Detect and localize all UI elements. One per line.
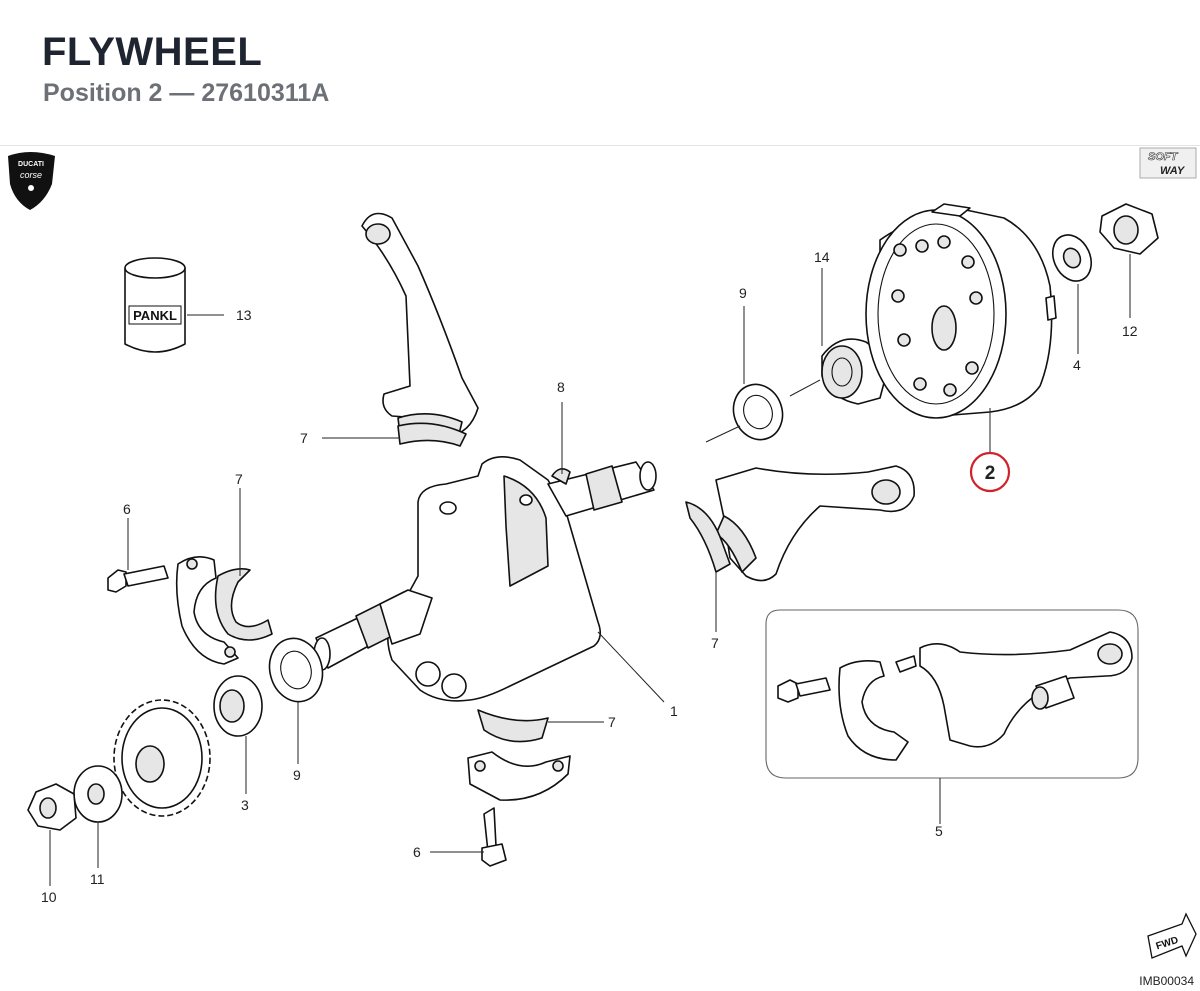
callout-1[interactable]: 1 <box>670 703 678 719</box>
part-5-connecting-rod-kit[interactable] <box>765 609 1139 779</box>
ducati-corse-logo: DUCATI corse <box>8 152 55 210</box>
part-1-crankshaft[interactable] <box>313 456 657 702</box>
fwd-direction-arrow: FWD <box>1147 912 1197 959</box>
part-4-washer[interactable] <box>1046 229 1099 288</box>
part-bearing-cap-left[interactable] <box>175 556 239 665</box>
callout-10[interactable]: 10 <box>41 889 57 905</box>
callout-2-label: 2 <box>985 463 996 484</box>
softway-logo-text-2: WAY <box>1160 165 1186 177</box>
leader-lines <box>49 254 1131 886</box>
callout-7-left[interactable]: 7 <box>235 471 243 487</box>
callout-5[interactable]: 5 <box>935 823 943 839</box>
part-11-washer[interactable] <box>73 765 123 823</box>
callout-labels: 13 7 8 9 14 4 12 7 6 7 1 7 9 3 11 10 6 5 <box>41 249 1138 905</box>
part-9-thrust-washer-right[interactable] <box>705 377 821 446</box>
part-7-bearing-shell-upper[interactable] <box>397 422 467 447</box>
callout-12[interactable]: 12 <box>1122 323 1138 339</box>
part-7-bearing-shell-bottom[interactable] <box>477 709 549 743</box>
part-7-bearing-shell-right[interactable] <box>685 501 731 573</box>
part-8-woodruff-key[interactable] <box>551 468 571 485</box>
timing-gear[interactable] <box>113 699 211 817</box>
part-12-nut[interactable] <box>1099 203 1159 255</box>
part-6-bolt-left[interactable] <box>107 565 169 593</box>
part-13-pankl-pin[interactable]: PANKL <box>124 257 186 353</box>
callout-7-bottom[interactable]: 7 <box>608 714 616 730</box>
callout-2-highlight[interactable]: 2 <box>969 408 1011 493</box>
corse-logo-text: corse <box>20 170 42 180</box>
ducati-logo-text: DUCATI <box>18 161 44 168</box>
callout-14[interactable]: 14 <box>814 249 830 265</box>
callout-8[interactable]: 8 <box>557 379 565 395</box>
part-3-bush[interactable] <box>213 675 263 737</box>
part-2-flywheel[interactable] <box>865 203 1057 419</box>
exploded-parts-diagram: DUCATI corse SOFT WAY PANKL <box>8 147 1197 959</box>
pankl-label: PANKL <box>133 308 177 323</box>
part-9-thrust-washer-left[interactable] <box>263 632 330 707</box>
page-header: FLYWHEEL Position 2 — 27610311A <box>0 0 1200 146</box>
connecting-rod-right[interactable] <box>715 465 915 582</box>
part-7-bearing-shell-left[interactable] <box>214 568 273 641</box>
part-6-bolt-bottom[interactable] <box>481 807 507 867</box>
part-10-nut[interactable] <box>27 783 77 831</box>
connecting-rod-upper[interactable] <box>361 212 479 439</box>
callout-4[interactable]: 4 <box>1073 357 1081 373</box>
part-bearing-cap-bottom[interactable] <box>467 751 571 801</box>
callout-7-right[interactable]: 7 <box>711 635 719 651</box>
callout-9-left[interactable]: 9 <box>293 767 301 783</box>
page-title: FLYWHEEL <box>42 30 263 74</box>
callout-9-right[interactable]: 9 <box>739 285 747 301</box>
callout-3[interactable]: 3 <box>241 797 249 813</box>
callout-6-left[interactable]: 6 <box>123 501 131 517</box>
softway-logo-text-1: SOFT <box>1148 151 1179 163</box>
callout-13[interactable]: 13 <box>236 307 252 323</box>
callout-6-bottom[interactable]: 6 <box>413 844 421 860</box>
page-subtitle: Position 2 — 27610311A <box>43 79 330 107</box>
callout-11[interactable]: 11 <box>90 871 105 887</box>
softway-logo: SOFT WAY <box>1139 147 1197 179</box>
callout-7-upper[interactable]: 7 <box>300 430 308 446</box>
document-id: IMB00034 <box>1139 974 1194 988</box>
